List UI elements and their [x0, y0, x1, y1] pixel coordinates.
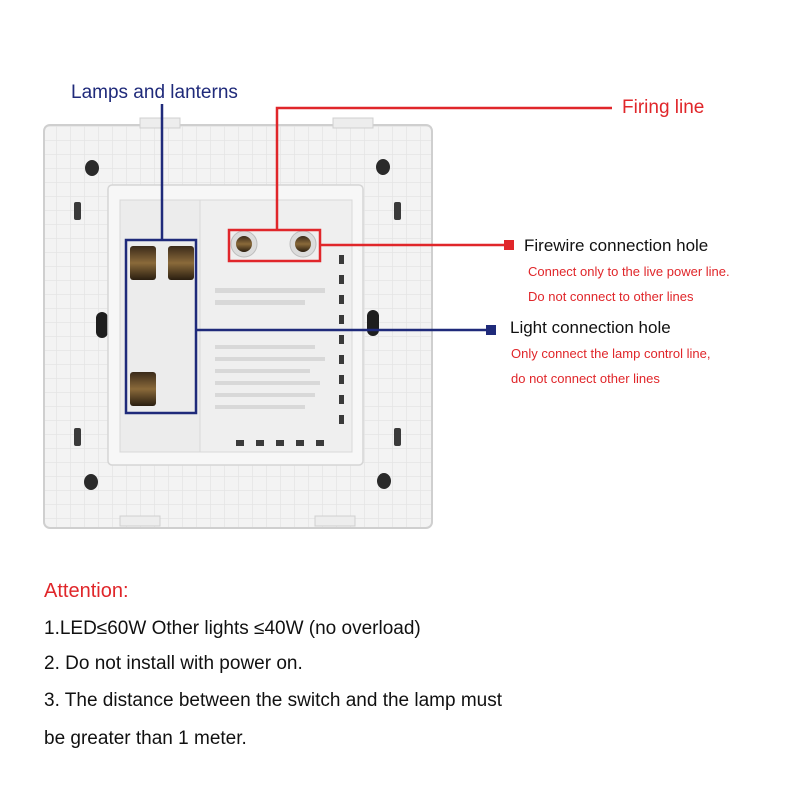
attention-line-2: 2. Do not install with power on. [44, 653, 303, 674]
lamp-terminal [130, 372, 156, 406]
light-hole-label: Light connection hole [510, 318, 671, 337]
screw-hole [85, 160, 99, 176]
side-slot [74, 202, 81, 220]
lamps-label: Lamps and lanterns [71, 82, 238, 103]
switch-wiring-diagram [43, 104, 612, 529]
plate-tab [119, 515, 161, 527]
side-slot [394, 428, 401, 446]
attention-line-3b: be greater than 1 meter. [44, 728, 247, 749]
attention-line-3a: 3. The distance between the switch and t… [44, 690, 503, 711]
light-hole-marker [486, 325, 496, 335]
plate-tab [139, 117, 181, 129]
mount-slot [367, 310, 379, 336]
firewire-hole-marker [504, 240, 514, 250]
attention-title: Attention: [44, 580, 129, 602]
mount-slot [96, 312, 108, 338]
screw-hole [376, 159, 390, 175]
firing-line-label: Firing line [622, 97, 705, 118]
module-fins [339, 255, 344, 424]
live-terminal-screw [236, 236, 252, 252]
module-left-block [119, 199, 203, 453]
firewire-note-2: Do not connect to other lines [528, 289, 694, 304]
firewire-note-1: Connect only to the live power line. [528, 264, 730, 279]
plate-tab [332, 117, 374, 129]
attention-line-1: 1.LED≤60W Other lights ≤40W (no overload… [44, 618, 421, 639]
lamp-terminal [130, 246, 156, 280]
plate-tab [314, 515, 356, 527]
screw-hole [377, 473, 391, 489]
light-note-2: do not connect other lines [511, 371, 660, 386]
screw-hole [84, 474, 98, 490]
lamp-terminal [168, 246, 194, 280]
module-right-block [199, 199, 353, 453]
module-print [215, 288, 325, 409]
module-pins [236, 440, 324, 446]
light-note-1: Only connect the lamp control line, [511, 346, 711, 361]
live-terminal-screw [295, 236, 311, 252]
side-slot [394, 202, 401, 220]
side-slot [74, 428, 81, 446]
firewire-hole-label: Firewire connection hole [524, 236, 709, 255]
firing-line-leader [275, 106, 612, 230]
